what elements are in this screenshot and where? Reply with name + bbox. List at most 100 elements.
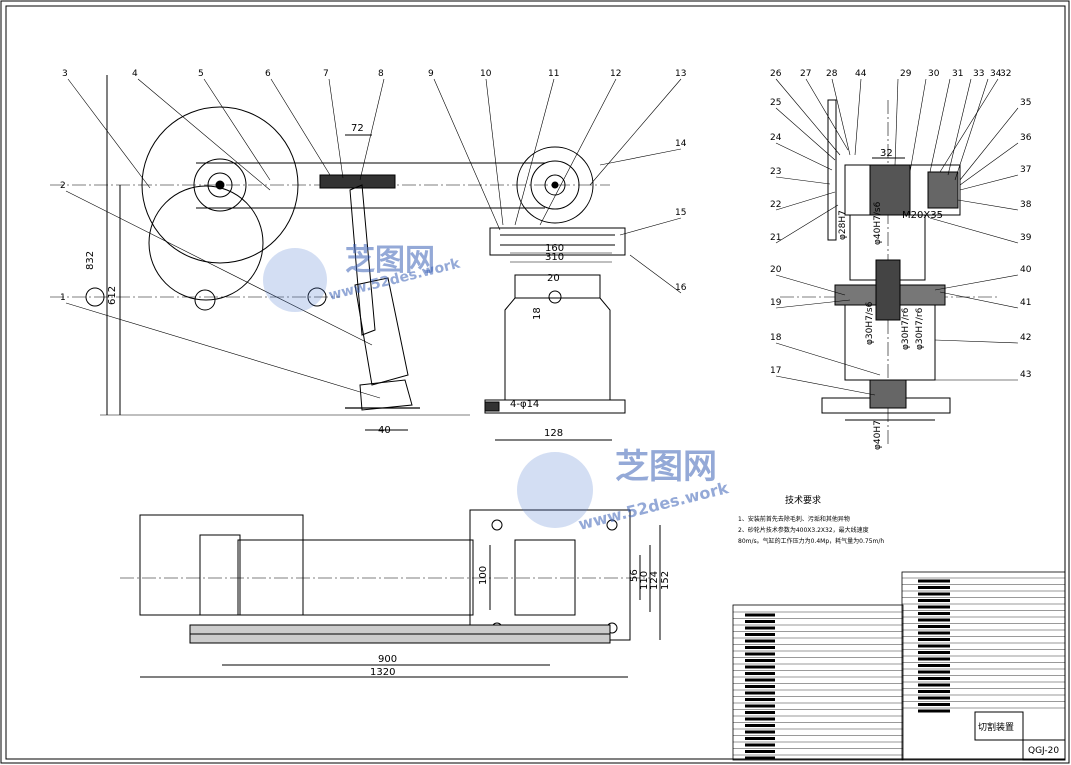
bom-text-block xyxy=(745,698,775,701)
leader-line-40 xyxy=(934,274,1019,291)
leader-line-42 xyxy=(934,339,1019,344)
plan-view xyxy=(120,509,661,678)
leader-line-38 xyxy=(957,199,1019,211)
dim-900: 900 xyxy=(378,654,397,665)
bom-text-block xyxy=(745,659,775,662)
thread-m20: M20X35 xyxy=(902,210,943,221)
part-label-25: 25 xyxy=(770,98,781,108)
part-label-43: 43 xyxy=(1020,370,1031,380)
dim-1320: 1320 xyxy=(370,667,395,678)
part-label-5: 5 xyxy=(198,69,204,79)
leader-line-21 xyxy=(775,204,839,244)
parts-list xyxy=(732,571,1066,761)
dim-100: 100 xyxy=(478,566,489,585)
watermark-brand-upper: 芝图网 xyxy=(345,243,435,278)
leader-line-5 xyxy=(203,78,271,181)
bom-text-block xyxy=(918,677,950,680)
dim-32: 32 xyxy=(880,148,893,159)
leader-line-6 xyxy=(270,78,331,176)
dim-832: 832 xyxy=(85,251,96,270)
part-label-13: 13 xyxy=(675,69,686,79)
part-label-35: 35 xyxy=(1020,98,1031,108)
leader-line-25 xyxy=(775,107,836,161)
bom-text-block xyxy=(918,612,950,615)
leader-line-13 xyxy=(589,78,682,186)
bom-text-block xyxy=(918,605,950,609)
leader-line-2 xyxy=(65,190,373,346)
drawing-name: 切割装置 xyxy=(978,721,1014,733)
part-label-39: 39 xyxy=(1020,233,1032,243)
leader-line-8 xyxy=(359,78,385,181)
leader-line-41 xyxy=(939,291,1019,309)
part-label-21: 21 xyxy=(770,233,781,243)
leader-line-18 xyxy=(775,342,881,376)
tech-requirements: 技术要求 1、安装前首先去除毛刺、污垢和其他异物 2、砂轮片技术参数为400X3… xyxy=(738,494,884,545)
bom-text-block xyxy=(918,651,950,654)
part-label-34: 34 xyxy=(990,69,1002,79)
leader-line-26 xyxy=(775,78,841,156)
bom-text-block xyxy=(918,625,950,628)
part-label-41: 41 xyxy=(1020,298,1031,308)
part-label-24: 24 xyxy=(770,133,782,143)
bom-text-block xyxy=(745,652,775,656)
part-label-2: 2 xyxy=(60,181,66,191)
bom-text-block xyxy=(918,709,950,713)
part-label-14: 14 xyxy=(675,139,687,149)
leader-line-32 xyxy=(939,78,999,173)
fit-6: φ40H7 xyxy=(873,420,883,450)
drawing-code: QGJ-20 xyxy=(1028,746,1059,756)
part-label-40: 40 xyxy=(1020,265,1032,275)
part-label-23: 23 xyxy=(770,167,781,177)
part-label-42: 42 xyxy=(1020,333,1031,343)
watermark-upper: 芝图网 www.52des.work xyxy=(263,243,462,312)
tech-heading: 技术要求 xyxy=(785,494,821,506)
dim-128: 128 xyxy=(544,428,563,439)
front-view xyxy=(50,75,626,441)
part-label-15: 15 xyxy=(675,208,686,218)
leader-line-15 xyxy=(619,217,682,236)
tech-item-1: 1、安装前首先去除毛刺、污垢和其他异物 xyxy=(738,515,850,523)
part-label-20: 20 xyxy=(770,265,782,275)
leader-line-37 xyxy=(959,174,1019,191)
part-label-8: 8 xyxy=(378,69,384,79)
bom-text-block xyxy=(918,670,950,674)
dim-124: 124 xyxy=(649,571,660,590)
leader-line-17 xyxy=(775,375,876,396)
fit-1: φ30H7/s6 xyxy=(865,301,875,345)
bom-text-block xyxy=(918,579,950,583)
dim-152: 152 xyxy=(660,571,671,590)
bom-text-block xyxy=(918,690,950,693)
leader-line-10 xyxy=(485,78,504,226)
bom-text-block xyxy=(745,724,775,727)
watermark-lower: 芝图网 www.52des.work xyxy=(517,447,731,534)
dim-40: 40 xyxy=(378,425,391,436)
leader-line-20 xyxy=(775,274,846,296)
tech-item-2: 2、砂轮片技术参数为400X3.2X32，最大线速度 xyxy=(738,526,869,534)
bom-text-block xyxy=(918,683,950,687)
leader-line-11 xyxy=(514,78,555,226)
bom-text-block xyxy=(918,696,950,700)
part-label-33: 33 xyxy=(973,69,984,79)
leader-line-36 xyxy=(959,142,1019,186)
bom-text-block xyxy=(918,599,950,602)
dim-56: 56 xyxy=(629,569,640,582)
tech-item-3: 80m/s。气缸的工作压力为0.4Mp，耗气量为0.75m/h xyxy=(738,537,884,545)
bom-text-block xyxy=(745,737,775,740)
fit-3: φ30H7/r6 xyxy=(915,307,925,350)
bom-text-block xyxy=(745,685,775,688)
leader-line-22 xyxy=(775,191,836,211)
part-label-18: 18 xyxy=(770,333,782,343)
bom-text-block xyxy=(745,711,775,714)
part-label-3: 3 xyxy=(62,69,68,79)
bom-text-block xyxy=(918,586,950,589)
part-label-11: 11 xyxy=(548,69,559,79)
part-label-44: 44 xyxy=(855,69,867,79)
fit-5: φ28H7 xyxy=(838,210,848,240)
bom-text-block xyxy=(745,639,775,643)
part-label-6: 6 xyxy=(265,69,271,79)
part-label-29: 29 xyxy=(900,69,912,79)
leader-line-27 xyxy=(805,78,849,151)
bom-text-block xyxy=(745,665,775,669)
